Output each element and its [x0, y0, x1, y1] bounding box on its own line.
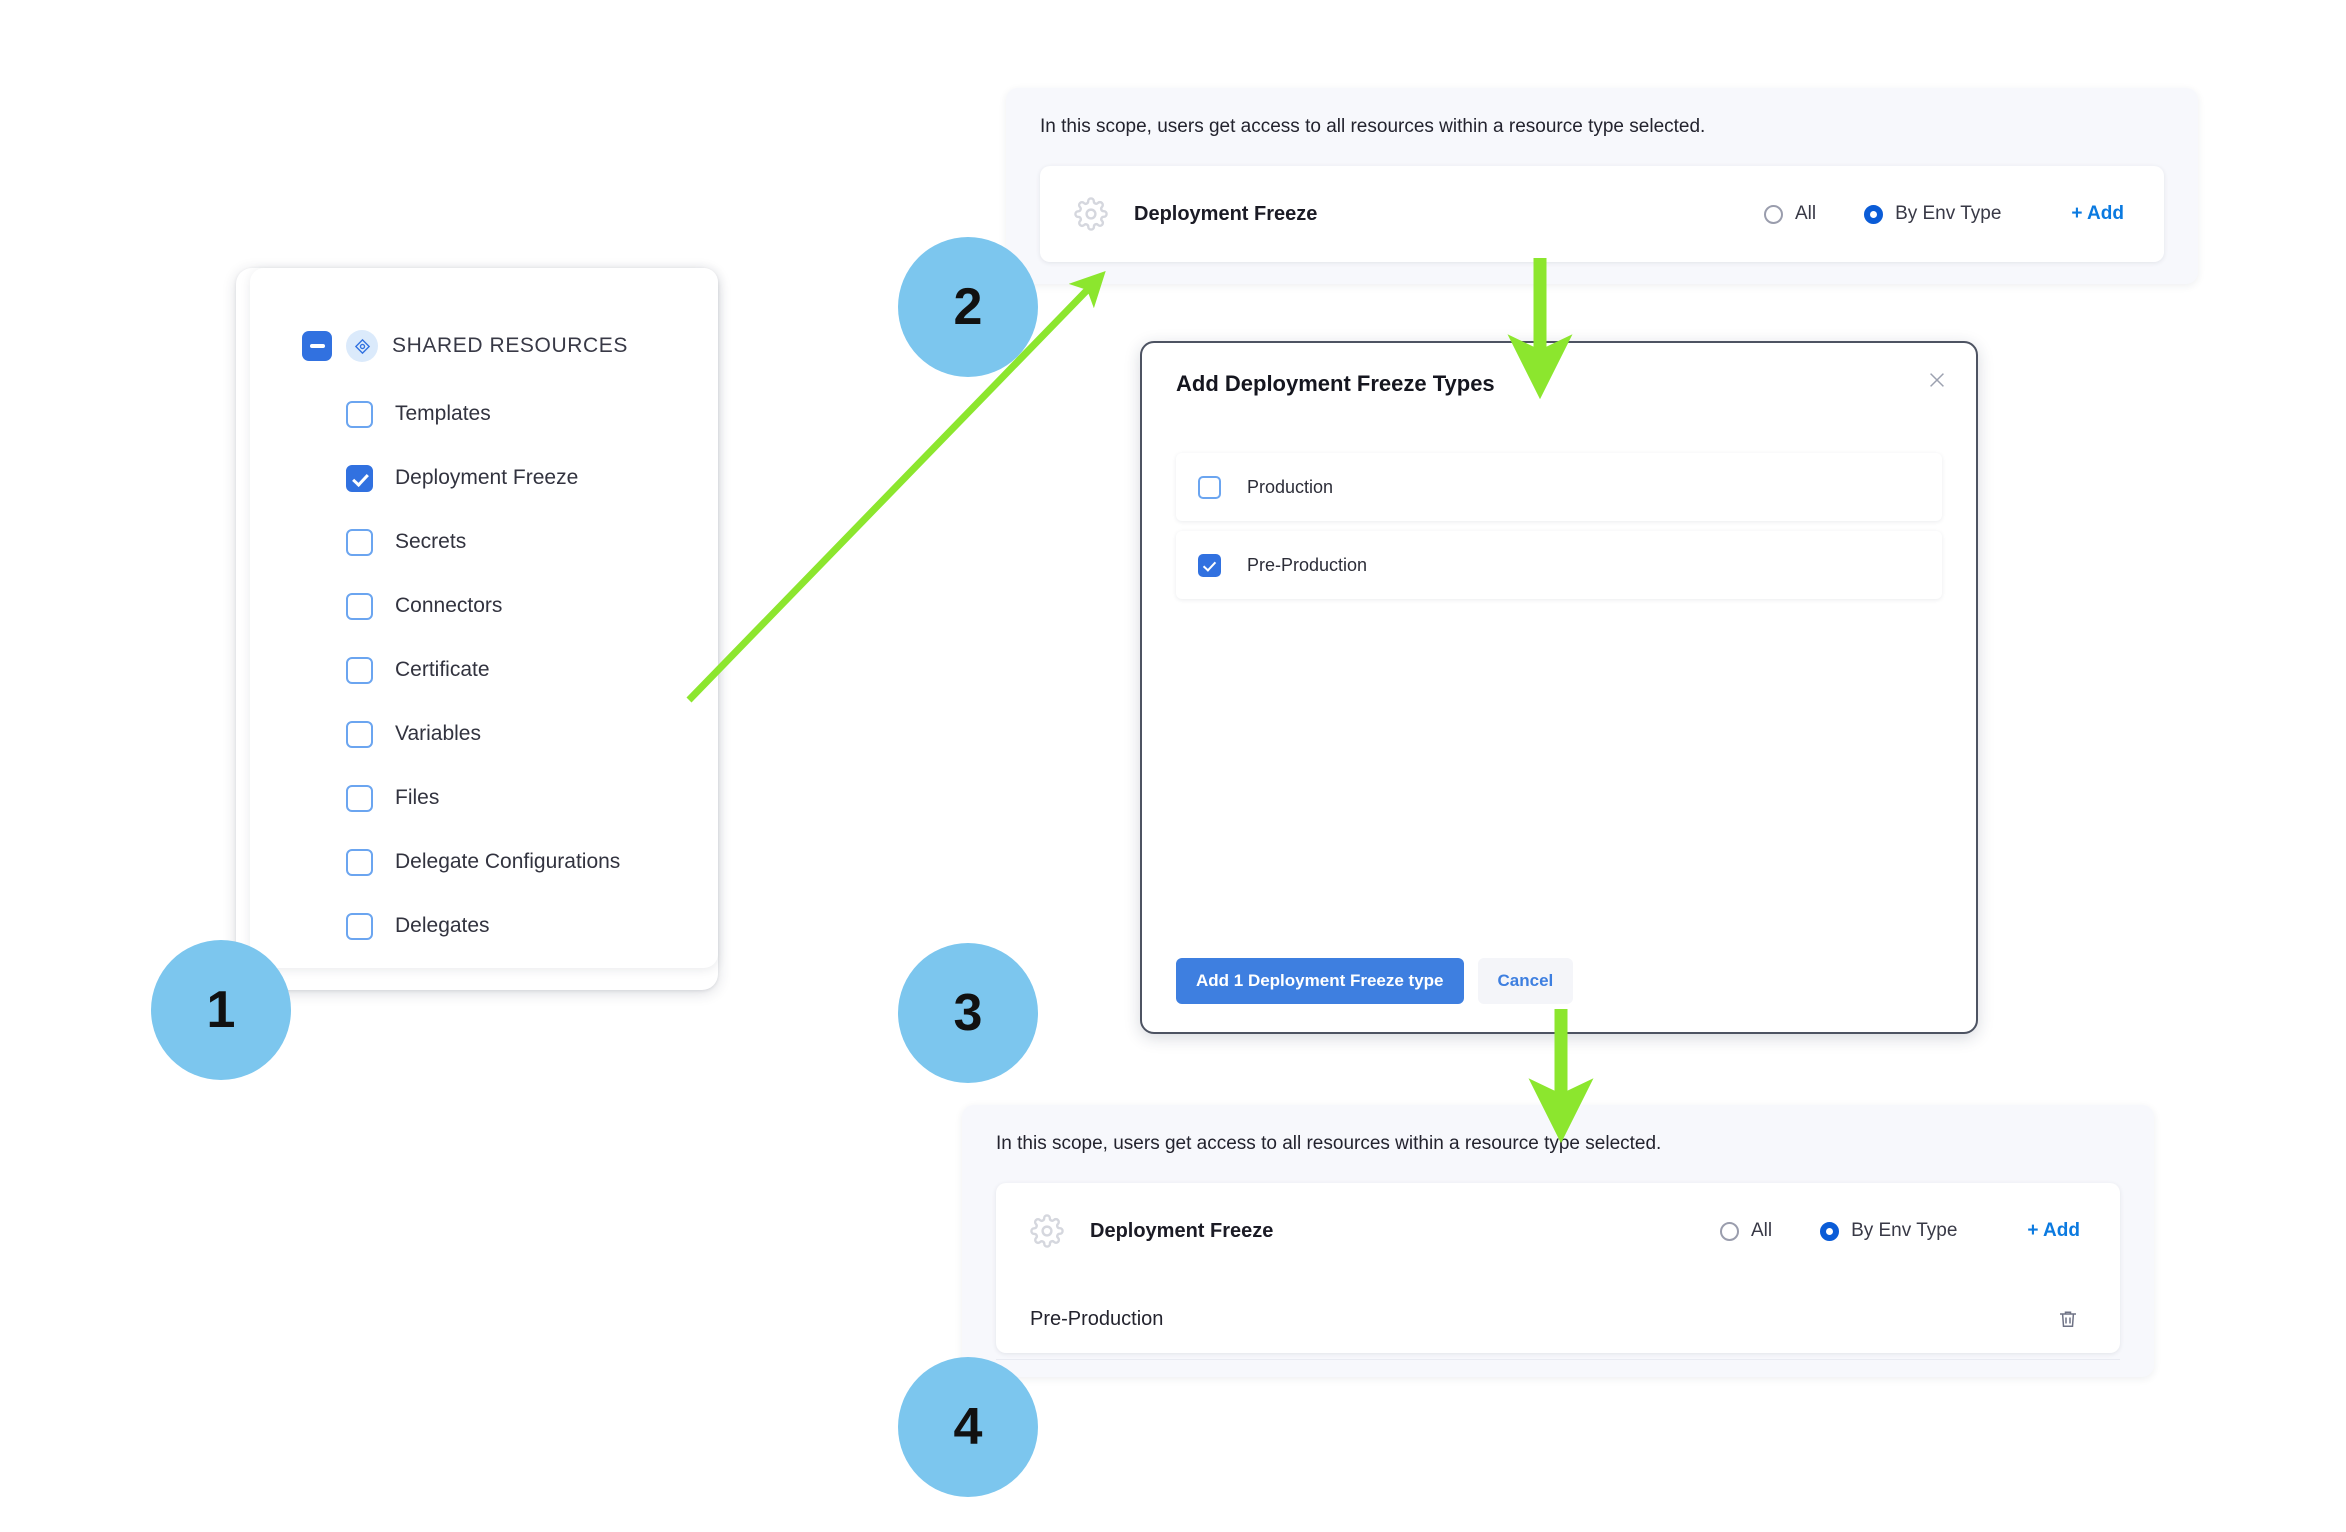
step-badge-3: 3 — [898, 943, 1038, 1083]
resource-checkbox-files[interactable] — [346, 784, 373, 812]
close-icon[interactable] — [1922, 365, 1952, 395]
modal-title: Add Deployment Freeze Types — [1176, 371, 1495, 396]
list-item-label: Certificate — [395, 658, 490, 681]
scope-resource-title: Deployment Freeze — [1090, 1219, 1274, 1242]
diamond-node-icon — [354, 338, 370, 354]
radio-by-env-type-label: By Env Type — [1895, 203, 2002, 224]
list-item-label: Delegates — [395, 914, 490, 937]
radio-all-label: All — [1750, 1220, 1773, 1241]
modal-checkbox-pre-production[interactable] — [1198, 553, 1221, 577]
cancel-button[interactable]: Cancel — [1477, 958, 1574, 1004]
modal-options-list: Production Pre-Production — [1176, 453, 1942, 609]
list-item[interactable]: Templates — [250, 382, 718, 446]
list-item-label: Variables — [395, 722, 481, 745]
add-button[interactable]: + Add — [2027, 1220, 2080, 1241]
add-deployment-freeze-type-button[interactable]: Add 1 Deployment Freeze type — [1176, 958, 1464, 1004]
list-item[interactable]: Connectors — [250, 574, 718, 638]
scope-description: In this scope, users get access to all r… — [1040, 116, 1706, 137]
shared-resources-card: SHARED RESOURCES Templates Deployment Fr… — [236, 268, 718, 990]
scope-panel-bottom: In this scope, users get access to all r… — [962, 1105, 2154, 1377]
gear-icon — [1030, 1214, 1064, 1248]
selected-env-type-row: Pre-Production — [996, 1279, 2120, 1360]
scope-resource-title: Deployment Freeze — [1134, 202, 1318, 225]
modal-checkbox-production[interactable] — [1198, 475, 1221, 499]
list-item-label: Pre-Production — [1247, 554, 1368, 575]
resource-checkbox-secrets[interactable] — [346, 528, 373, 556]
list-item-label: Deployment Freeze — [395, 466, 579, 489]
resource-checkbox-delegates[interactable] — [346, 912, 373, 940]
resource-checkbox-variables[interactable] — [346, 720, 373, 748]
radio-option-all[interactable]: All — [1763, 203, 1817, 225]
scope-radio-group: All By Env Type — [1763, 203, 2001, 225]
scope-radio-group: All By Env Type — [1719, 1220, 1957, 1242]
shared-resources-card-inner: SHARED RESOURCES Templates Deployment Fr… — [250, 268, 718, 968]
radio-option-by-env-type[interactable]: By Env Type — [1820, 1220, 1957, 1242]
add-button[interactable]: + Add — [2071, 203, 2124, 224]
radio-all-label: All — [1794, 203, 1817, 224]
shared-resources-title: SHARED RESOURCES — [392, 334, 628, 357]
shared-resources-list: Templates Deployment Freeze Secrets Conn… — [250, 382, 718, 958]
minus-icon — [309, 344, 325, 348]
resource-checkbox-deployment-freeze[interactable] — [346, 464, 373, 492]
resource-checkbox-templates[interactable] — [346, 400, 373, 428]
list-item-label: Delegate Configurations — [395, 850, 621, 873]
list-item[interactable]: Delegates — [250, 894, 718, 958]
list-item-label: Templates — [395, 402, 491, 425]
list-item-label: Connectors — [395, 594, 503, 617]
step-badge-1: 1 — [151, 940, 291, 1080]
trash-icon[interactable] — [2056, 1307, 2080, 1331]
gear-icon — [1074, 197, 1108, 231]
modal-footer: Add 1 Deployment Freeze type Cancel — [1176, 958, 1574, 1004]
list-item[interactable]: Certificate — [250, 638, 718, 702]
resource-checkbox-connectors[interactable] — [346, 592, 373, 620]
scope-resource-row: Deployment Freeze All By Env Type + Add — [996, 1183, 2120, 1279]
list-item[interactable]: Deployment Freeze — [250, 446, 718, 510]
list-item[interactable]: Delegate Configurations — [250, 830, 718, 894]
list-item[interactable]: Variables — [250, 702, 718, 766]
step-badge-4: 4 — [898, 1357, 1038, 1497]
list-item-label: Files — [395, 786, 440, 809]
resource-type-icon — [346, 330, 378, 362]
scope-resource-card: Deployment Freeze All By Env Type + Add — [1040, 166, 2164, 262]
list-item[interactable]: Files — [250, 766, 718, 830]
resource-checkbox-delegate-configurations[interactable] — [346, 848, 373, 876]
scope-resource-card: Deployment Freeze All By Env Type + Add … — [996, 1183, 2120, 1360]
shared-resources-checkbox[interactable] — [302, 331, 332, 361]
add-deployment-freeze-types-modal: Add Deployment Freeze Types Production P… — [1140, 341, 1978, 1034]
list-item-label: Production — [1247, 476, 1334, 497]
radio-by-env-type-icon[interactable] — [1820, 1221, 1840, 1241]
radio-option-by-env-type[interactable]: By Env Type — [1864, 203, 2001, 225]
list-item[interactable]: Secrets — [250, 510, 718, 574]
scope-description: In this scope, users get access to all r… — [996, 1133, 1662, 1154]
radio-option-all[interactable]: All — [1719, 1220, 1773, 1242]
radio-by-env-type-label: By Env Type — [1851, 1220, 1958, 1241]
scope-resource-row: Deployment Freeze All By Env Type + Add — [1040, 166, 2164, 262]
radio-by-env-type-icon[interactable] — [1864, 204, 1884, 224]
list-item[interactable]: Pre-Production — [1176, 531, 1942, 599]
step-badge-2: 2 — [898, 237, 1038, 377]
shared-resources-header[interactable]: SHARED RESOURCES — [250, 268, 718, 362]
list-item-label: Secrets — [395, 530, 467, 553]
scope-panel-top: In this scope, users get access to all r… — [1006, 88, 2198, 284]
resource-checkbox-certificate[interactable] — [346, 656, 373, 684]
arrow-1-to-2 — [686, 270, 1106, 703]
radio-all-icon[interactable] — [1719, 1221, 1739, 1241]
list-item[interactable]: Production — [1176, 453, 1942, 521]
radio-all-icon[interactable] — [1763, 204, 1783, 224]
selected-env-type-label: Pre-Production — [1030, 1307, 1164, 1330]
